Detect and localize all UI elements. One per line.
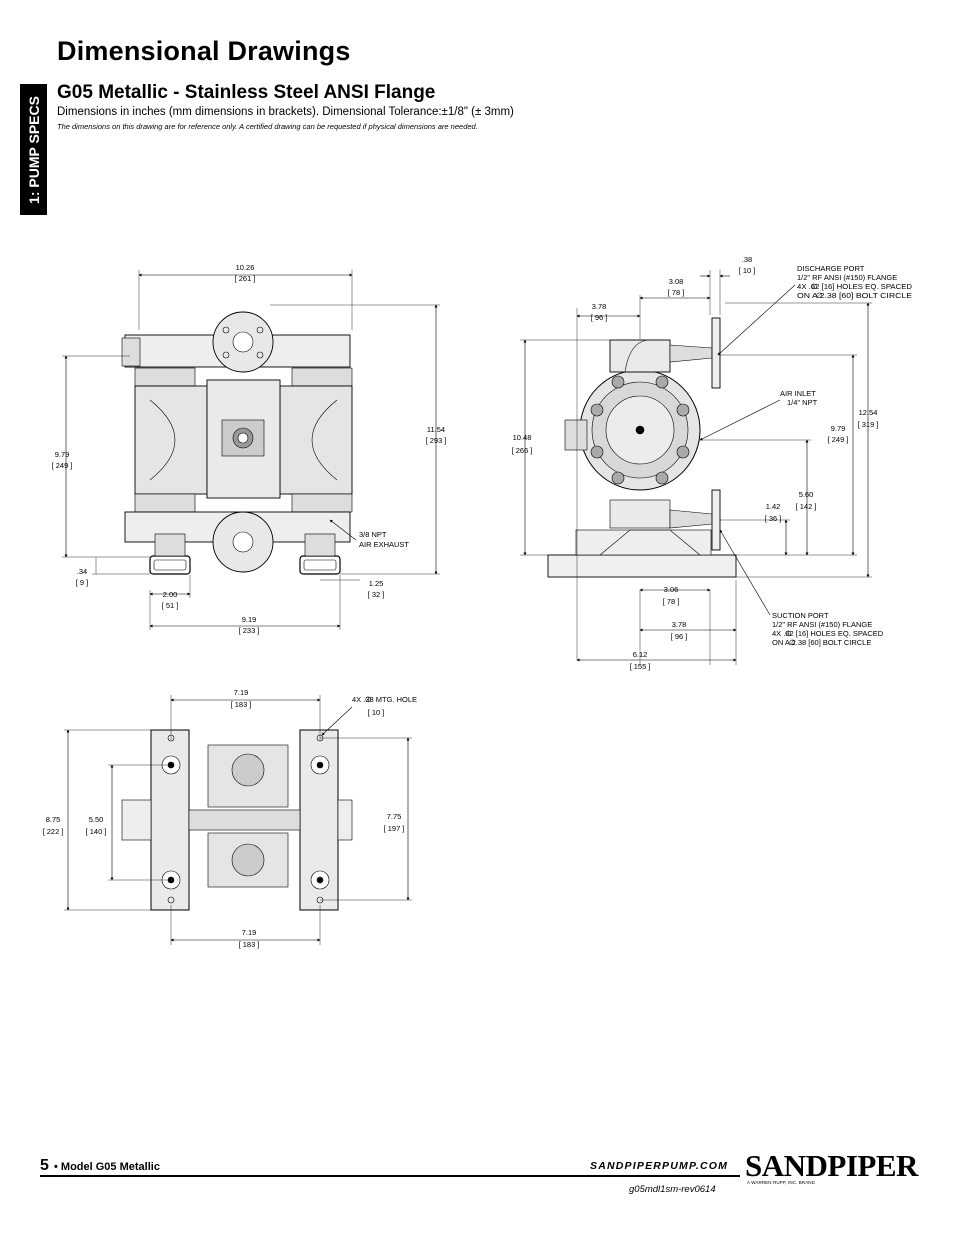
dim-bottom-a-in: 3.06 — [664, 585, 679, 594]
dim-suction-low-mm: [ 36 ] — [765, 514, 782, 523]
dim-hole-mm: [ 10 ] — [368, 708, 385, 717]
website-link[interactable]: SANDPIPERPUMP.COM — [590, 1160, 729, 1172]
logo-tagline: A WARREN RUPP, INC. BRAND — [747, 1180, 816, 1185]
suction-port-label-4: ON A 2.38 [60] BOLT CIRCLE — [772, 638, 871, 647]
dim-front-height-left-mm: [ 249 ] — [52, 461, 73, 470]
dim-bottom-height-a-mm: [ 222 ] — [43, 827, 64, 836]
dim-foot-height-mm: [ 9 ] — [76, 578, 89, 587]
dim-side-height-a-in: 9.79 — [831, 424, 846, 433]
discharge-port-label-2: 1/2" RF ANSI (#150) FLANGE — [797, 273, 897, 282]
air-exhaust-label-1: 3/8 NPT — [359, 530, 387, 539]
dim-foot-height-in: .34 — [77, 567, 87, 576]
dim-suction-height-in: 5.60 — [799, 490, 814, 499]
dim-suction-low-in: 1.42 — [766, 502, 781, 511]
side-view-pump — [547, 317, 737, 578]
sandpiper-logo: SANDPIPER — [745, 1148, 918, 1183]
footer-model: • Model G05 Metallic — [54, 1161, 160, 1173]
dim-suction-height-mm: [ 142 ] — [796, 502, 817, 511]
reference-note: The dimensions on this drawing are for r… — [57, 122, 478, 131]
suction-port-label-2: 1/2" RF ANSI (#150) FLANGE — [772, 620, 872, 629]
svg-text:∅: ∅ — [785, 629, 792, 638]
front-view-pump — [121, 311, 353, 575]
suction-port-label-3: 4X .62 [16] HOLES EQ. SPACED — [772, 629, 884, 638]
dim-foot-left-in: 2.00 — [163, 590, 178, 599]
dim-bottom-b-in: 3.78 — [672, 620, 687, 629]
page-number: 5 — [40, 1157, 49, 1174]
dimensions-note: Dimensions in inches (mm dimensions in b… — [57, 106, 514, 118]
dim-bottom-b-mm: [ 96 ] — [671, 632, 688, 641]
dim-discharge-offset-in: 3.08 — [669, 277, 684, 286]
section-subtitle: G05 Metallic - Stainless Steel ANSI Flan… — [57, 82, 436, 103]
dim-front-height-left-in: 9.79 — [55, 450, 70, 459]
dim-base-width-mm: [ 233 ] — [239, 626, 260, 635]
dim-bottom-total-mm: [ 155 ] — [630, 662, 651, 671]
dim-side-height-left-mm: [ 266 ] — [512, 446, 533, 455]
dim-bottom-height-c-in: 7.75 — [387, 812, 402, 821]
dim-bottom-a-mm: [ 78 ] — [663, 597, 680, 606]
section-tab: 1: PUMP SPECS — [20, 84, 47, 215]
diameter-symbols: ∅∅ ∅∅ ∅ — [365, 282, 823, 704]
dim-center-offset-mm: [ 96 ] — [591, 313, 608, 322]
dim-foot-right-in: 1.25 — [369, 579, 384, 588]
dim-side-height-b-mm: [ 319 ] — [858, 420, 879, 429]
dim-front-height-right-mm: [ 293 ] — [426, 436, 447, 445]
page-title: Dimensional Drawings — [57, 36, 351, 66]
dim-center-offset-in: 3.78 — [592, 302, 607, 311]
dim-top-offset-mm: [ 10 ] — [739, 266, 756, 275]
dim-base-width-in: 9.19 — [242, 615, 257, 624]
dim-bottom-width-mm: [ 183 ] — [239, 940, 260, 949]
discharge-port-label-3: 4X .62 [16] HOLES EQ. SPACED — [797, 282, 913, 291]
dim-bottom-width-in: 7.19 — [242, 928, 257, 937]
dim-side-height-a-mm: [ 249 ] — [828, 435, 849, 444]
dim-discharge-offset-mm: [ 78 ] — [668, 288, 685, 297]
dim-bottom-height-a-in: 8.75 — [46, 815, 61, 824]
dim-bottom-height-b-in: 5.50 — [89, 815, 104, 824]
dim-bottom-height-c-mm: [ 197 ] — [384, 824, 405, 833]
bottom-view-pump — [121, 729, 353, 911]
suction-port-label-1: SUCTION PORT — [772, 611, 829, 620]
air-inlet-label-1: AIR INLET — [780, 389, 816, 398]
dim-foot-right-mm: [ 32 ] — [368, 590, 385, 599]
dim-front-width-mm: [ 261 ] — [235, 274, 256, 283]
discharge-port-label-1: DISCHARGE PORT — [797, 264, 865, 273]
mounting-hole-label: 4X .38 MTG. HOLE — [352, 695, 417, 704]
dim-front-height-right-in: 11.54 — [427, 425, 445, 434]
discharge-port-label-4: ON A 2.38 [60] BOLT CIRCLE — [797, 291, 912, 300]
dim-bottom-total-in: 6.12 — [633, 650, 648, 659]
dim-bottom-top-width-in: 7.19 — [234, 688, 249, 697]
footer-rule — [40, 1175, 740, 1177]
dim-side-height-left-in: 10.48 — [513, 433, 532, 442]
svg-text:∅: ∅ — [816, 291, 823, 300]
air-inlet-label-2: 1/4" NPT — [787, 398, 818, 407]
revision-code: g05mdl1sm-rev0614 — [629, 1184, 716, 1195]
svg-text:∅: ∅ — [811, 282, 818, 291]
dim-top-offset-in: .38 — [742, 255, 752, 264]
dim-side-height-b-in: 12.54 — [859, 408, 878, 417]
dim-front-width-in: 10.26 — [236, 263, 255, 272]
air-exhaust-label-2: AIR EXHAUST — [359, 540, 409, 549]
dim-foot-left-mm: [ 51 ] — [162, 601, 179, 610]
dim-bottom-height-b-mm: [ 140 ] — [86, 827, 107, 836]
svg-text:∅: ∅ — [365, 695, 372, 704]
svg-text:∅: ∅ — [789, 638, 796, 647]
dim-bottom-top-width-mm: [ 183 ] — [231, 700, 252, 709]
